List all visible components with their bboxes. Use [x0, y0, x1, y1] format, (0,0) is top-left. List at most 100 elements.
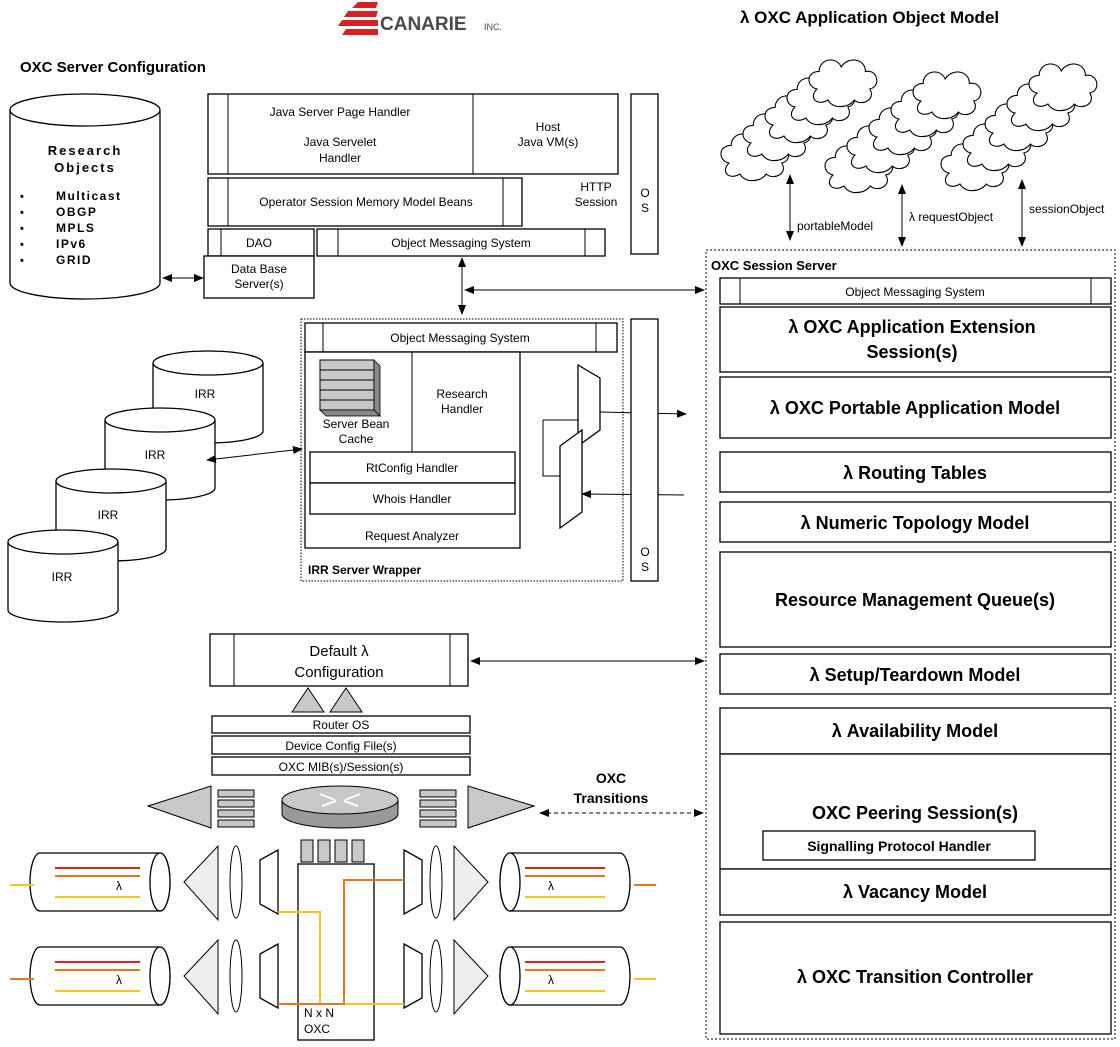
- research-handler-label-1: Research: [436, 387, 487, 401]
- research-title-line2: Objects: [54, 160, 116, 175]
- router-row: [146, 785, 536, 863]
- fiber-right-top: λ: [499, 852, 656, 912]
- svg-text:S: S: [641, 560, 649, 574]
- oxc-session-server: OXC Session Server Object Messaging Syst…: [705, 249, 1116, 1040]
- irr-wrapper-label: IRR Server Wrapper: [308, 563, 421, 577]
- transitions-label-1: OXC: [596, 770, 626, 786]
- research-item: IPv6: [56, 237, 87, 251]
- http-label-2: Session: [575, 195, 618, 209]
- oms-label-irr: Object Messaging System: [390, 331, 529, 345]
- signalling-handler-box: [762, 830, 1036, 861]
- optical-fabric: λ λ λ λ: [10, 844, 656, 1041]
- router-icon: [281, 785, 399, 829]
- module-vacancy: λ Vacancy Model: [843, 882, 987, 902]
- fiber-left-bottom: λ: [10, 946, 171, 1006]
- research-item: GRID: [56, 253, 92, 267]
- irr-server-wrapper: Object Messaging System RtConfig Handler…: [300, 318, 687, 582]
- device-config-label: Device Config File(s): [285, 739, 396, 753]
- research-item: OBGP: [56, 205, 97, 219]
- cloud-link-session: sessionObject: [1029, 202, 1105, 216]
- servlet-label-2: Handler: [319, 151, 361, 165]
- dao-label: DAO: [246, 236, 272, 250]
- up-triangle-icon: [291, 687, 325, 713]
- cloud-link-portable: portableModel: [797, 219, 873, 233]
- bean-cache-label-2: Cache: [339, 432, 374, 446]
- host-label-2: Java VM(s): [518, 135, 579, 149]
- router-os-label: Router OS: [313, 718, 370, 732]
- signalling-handler-label: Signalling Protocol Handler: [807, 838, 991, 854]
- maple-leaf-icon: [338, 2, 378, 35]
- jsp-handler-label: Java Server Page Handler: [270, 105, 411, 119]
- fiber-right-bottom: λ: [499, 946, 656, 1006]
- nxn-oxc-box: [297, 863, 375, 1041]
- svg-text:O: O: [640, 186, 649, 200]
- svg-text:•: •: [20, 255, 24, 267]
- left-port-stack: [217, 789, 255, 828]
- irr-label: IRR: [52, 570, 73, 584]
- fiber-left-top: λ: [10, 852, 171, 912]
- switch-ports: [300, 839, 365, 863]
- app-server-cluster: Java Server Page Handler Java Servelet H…: [203, 93, 659, 299]
- http-label-1: HTTP: [580, 180, 611, 194]
- canarie-logo: CANARIE INC.: [338, 2, 502, 35]
- svg-text:•: •: [20, 223, 24, 235]
- server-config-title: OXC Server Configuration: [20, 59, 206, 76]
- module-ext-session-2: Session(s): [866, 342, 957, 362]
- module-availability: λ Availability Model: [832, 721, 998, 741]
- session-beans-label: Operator Session Memory Model Beans: [259, 195, 472, 209]
- irr-label: IRR: [98, 508, 119, 522]
- research-objects-database: Research Objects • Multicast • OBGP • MP…: [9, 93, 161, 300]
- fiber-lambda-label: λ: [116, 973, 122, 987]
- session-server-title: OXC Session Server: [711, 258, 837, 273]
- right-port-stack: [419, 789, 457, 828]
- request-analyzer-label: Request Analyzer: [365, 529, 459, 543]
- module-transition-controller: λ OXC Transition Controller: [797, 967, 1033, 987]
- dbserver-label-2: Server(s): [234, 277, 283, 291]
- cloud-link-request: λ requestObject: [909, 210, 994, 224]
- bean-cache-label-1: Server Bean: [323, 417, 390, 431]
- oms-label-session: Object Messaging System: [845, 285, 984, 299]
- mib-label: OXC MIB(s)/Session(s): [279, 760, 404, 774]
- logo-suffix: INC.: [484, 22, 502, 32]
- transitions-label-2: Transitions: [574, 790, 649, 806]
- module-setup-teardown: λ Setup/Teardown Model: [810, 665, 1021, 685]
- module-topology: λ Numeric Topology Model: [801, 513, 1030, 533]
- module-resource-queue: Resource Management Queue(s): [775, 590, 1055, 610]
- object-model-title: λ OXC Application Object Model: [740, 8, 999, 27]
- whois-label: Whois Handler: [373, 492, 452, 506]
- logo-brand: CANARIE: [380, 14, 467, 35]
- host-label-1: Host: [536, 120, 561, 134]
- oms-label-top: Object Messaging System: [391, 236, 530, 250]
- module-ext-session-1: λ OXC Application Extension: [788, 317, 1035, 337]
- svg-text:•: •: [20, 191, 24, 203]
- object-model-clouds: [720, 59, 1098, 194]
- svg-text:S: S: [641, 201, 649, 215]
- default-config-label-2: Configuration: [294, 664, 383, 681]
- research-item: Multicast: [56, 189, 122, 203]
- module-portable-model: λ OXC Portable Application Model: [770, 398, 1060, 418]
- fiber-lambda-label: λ: [116, 879, 122, 893]
- nxn-label-2: OXC: [304, 1022, 330, 1036]
- default-config-label-1: Default λ: [309, 643, 369, 660]
- research-title-line1: Research: [48, 143, 123, 158]
- servlet-label-1: Java Servelet: [304, 135, 377, 149]
- fiber-lambda-label: λ: [548, 973, 554, 987]
- bean-cache-icon: [319, 359, 381, 417]
- up-triangle-icon: [329, 687, 363, 713]
- left-prism-icon: [146, 785, 212, 829]
- research-handler-label-2: Handler: [441, 402, 483, 416]
- module-peering: OXC Peering Session(s): [812, 803, 1018, 823]
- default-config-stack: Default λ Configuration Router OS Device…: [209, 633, 471, 776]
- research-item: MPLS: [56, 221, 95, 235]
- svg-text:•: •: [20, 239, 24, 251]
- right-prism-icon: [467, 785, 536, 829]
- irr-label: IRR: [145, 448, 166, 462]
- svg-text:•: •: [20, 207, 24, 219]
- rtconfig-label: RtConfig Handler: [366, 461, 458, 475]
- research-items-list: • Multicast • OBGP • MPLS • IPv6 • GRID: [20, 189, 122, 267]
- nxn-label-1: N x N: [304, 1006, 334, 1020]
- dbserver-label-1: Data Base: [231, 262, 287, 276]
- irr-databases: IRR IRR IRR IRR: [7, 350, 264, 623]
- irr-label: IRR: [195, 387, 216, 401]
- fiber-lambda-label: λ: [548, 879, 554, 893]
